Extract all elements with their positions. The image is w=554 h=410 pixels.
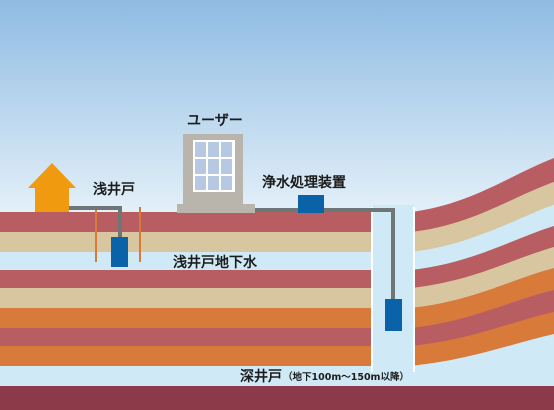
- folded-layer: [410, 247, 554, 308]
- folded-aquifer: [410, 334, 554, 386]
- shallow-well-pump: [111, 237, 128, 267]
- deep-well-label: 深井戸: [240, 369, 282, 385]
- purification-device: [298, 195, 324, 213]
- user-label: ユーザー: [187, 113, 243, 129]
- shallow-groundwater-label: 浅井戸地下水: [173, 255, 257, 271]
- purification-device-label: 浄水処理装置: [262, 175, 346, 191]
- folded-aquifer: [410, 205, 554, 270]
- building-icon: [177, 134, 255, 213]
- house-icon: [28, 163, 76, 212]
- folded-layer: [410, 226, 554, 288]
- folded-layer: [410, 312, 554, 366]
- bedrock: [0, 386, 554, 410]
- folded-layer: [410, 290, 554, 346]
- folded-strata: [410, 158, 554, 386]
- shallow-well-pipe: [69, 206, 122, 242]
- deep-well-depth-note: （地下100m〜150m以降）: [283, 372, 409, 383]
- folded-layer: [410, 158, 554, 232]
- folded-layer: [410, 268, 554, 328]
- folded-layer: [410, 182, 554, 252]
- deep-well-pump: [385, 299, 402, 331]
- shallow-well-label: 浅井戸: [93, 182, 135, 198]
